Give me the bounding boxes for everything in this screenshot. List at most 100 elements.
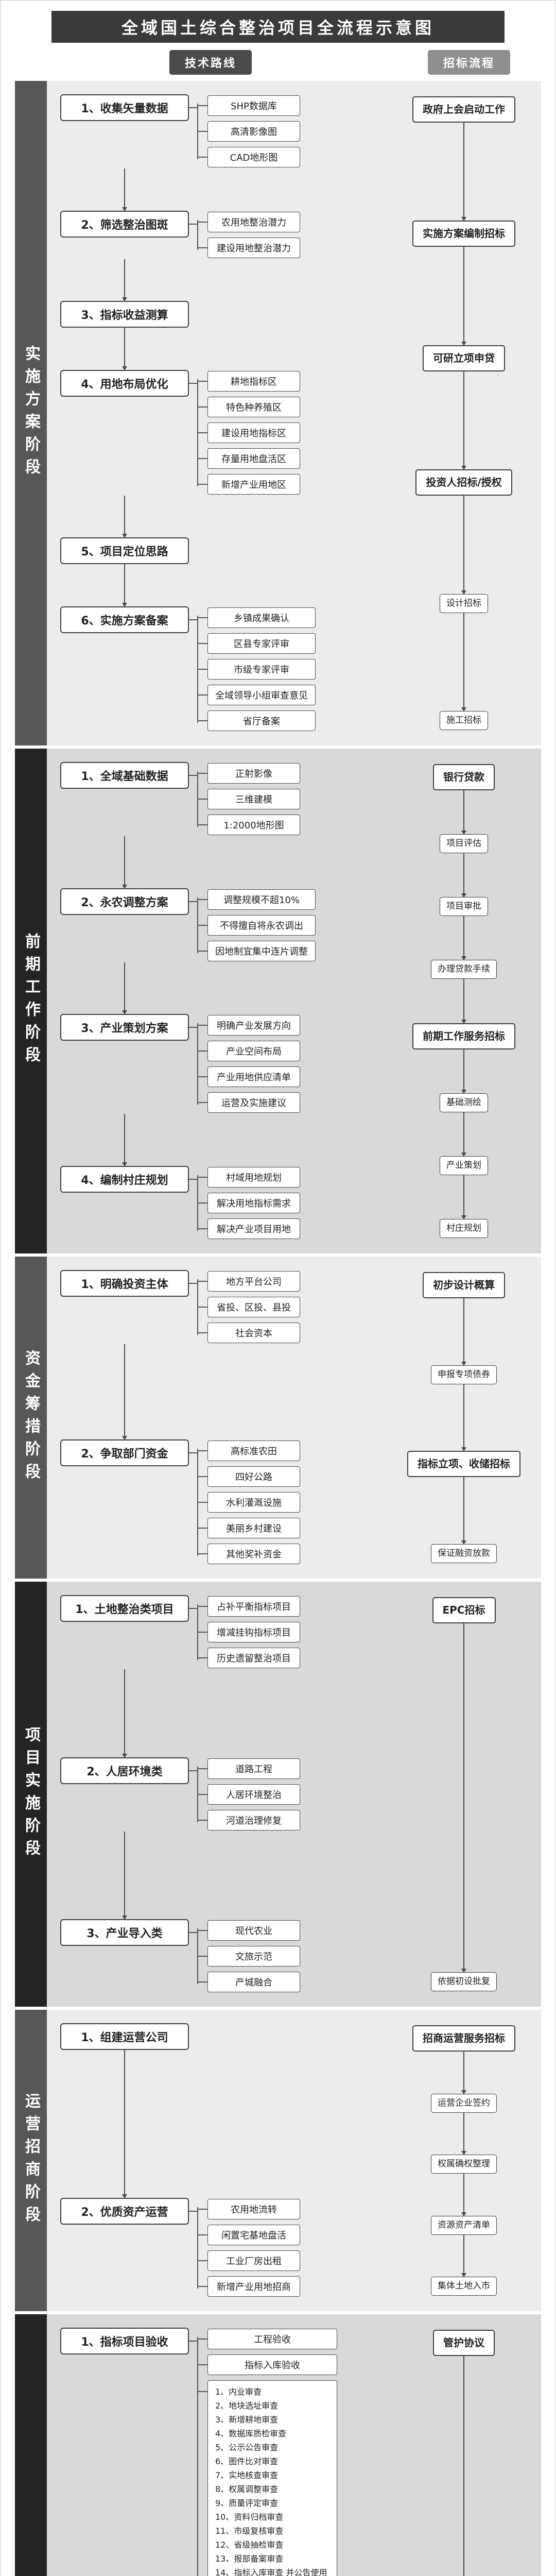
flow-down-arrow xyxy=(122,495,127,538)
sub-box: 河道治理修复 xyxy=(198,1809,300,1831)
flow-down-arrow xyxy=(461,613,466,712)
step-box: 1、指标项目验收 xyxy=(60,2328,189,2354)
sub-box: 村域用地规划 xyxy=(198,1167,300,1188)
step-number: 1、 xyxy=(75,1603,95,1616)
phase-sidebar: 项目实施阶段 xyxy=(15,1582,47,2007)
sub-items: 明确产业发展方向产业空间布局产业用地供应清单运营及实施建议 xyxy=(197,1014,300,1114)
step: 2、永农调整方案 调整规模不超10%不得擅自将永农调出因地制宜集中连片调整 xyxy=(60,888,383,962)
step-number: 1、 xyxy=(81,2336,100,2349)
sub-box: CAD地形图 xyxy=(198,147,300,167)
flow-down-arrow xyxy=(463,2356,464,2576)
step-label: 用地布局优化 xyxy=(100,378,168,391)
sub-items: 村域用地规划解决用地指标需求解决产业项目用地 xyxy=(197,1166,300,1240)
step-box: 4、编制村庄规划 xyxy=(60,1166,189,1193)
bid-column: 银行贷款项目评估项目审批办理贷款手续前期工作服务招标基础测绘产业策划村庄规划 xyxy=(387,749,541,1253)
checklist-item: 9、质量评定审查 xyxy=(215,2498,279,2508)
step-label: 指标项目验收 xyxy=(100,2336,168,2349)
bid-box: 实施方案编制招标 xyxy=(412,221,515,247)
step-label: 全域基础数据 xyxy=(100,770,168,783)
bid-box: 施工招标 xyxy=(440,711,488,730)
step-label: 人居环境类 xyxy=(106,1765,163,1778)
page-title: 全域国土综合整治项目全流程示意图 xyxy=(51,11,505,43)
step-number: 4、 xyxy=(81,1174,100,1188)
step-number: 2、 xyxy=(81,2206,100,2219)
flow-down-arrow xyxy=(461,2052,466,2094)
step-box: 1、组建运营公司 xyxy=(60,2023,189,2050)
step: 3、指标收益测算 xyxy=(60,301,383,328)
sub-box: 因地制宜集中连片调整 xyxy=(198,940,316,961)
step-label: 永农调整方案 xyxy=(100,896,168,909)
sub-box: SHP数据库 xyxy=(198,95,300,116)
phase-sidebar: 运营招商阶段 xyxy=(15,2010,47,2311)
sub-box: 新增产业用地区 xyxy=(198,473,300,495)
tech-column: 1、明确投资主体地方平台公司省投、区投、县投社会资本 2、争取部门资金高标准农田四… xyxy=(47,1257,387,1579)
sub-box: 农用地整治潜力 xyxy=(198,211,300,232)
step: 3、产业导入类现代农业文旅示范产城融合 xyxy=(60,1919,383,1993)
step-label: 明确投资主体 xyxy=(100,1278,168,1291)
column-headers: 技术路线 招标流程 xyxy=(15,50,541,75)
checklist-item: 5、公示公告审查 xyxy=(215,2443,279,2452)
bid-box: 项目评估 xyxy=(440,834,488,854)
checklist-item: 2、地块选址审查 xyxy=(215,2401,279,2411)
bid-box: 管护协议 xyxy=(433,2330,495,2356)
step-number: 4、 xyxy=(81,378,100,391)
step-box: 3、产业策划方案 xyxy=(60,1014,189,1041)
sub-items: 占补平衡指标项目增减挂钩指标项目历史遗留整治项目 xyxy=(197,1595,300,1669)
step-number: 2、 xyxy=(81,896,100,909)
bid-box: 产业策划 xyxy=(440,1156,488,1175)
bid-box: 集体土地入市 xyxy=(431,2277,497,2296)
step-number: 6、 xyxy=(81,614,100,628)
phase-label: 项目实施阶段 xyxy=(22,1726,40,1862)
step-box: 2、人居环境类 xyxy=(60,1757,189,1784)
bid-box: 保证融资放款 xyxy=(431,1544,497,1563)
checklist-item: 11、市级复核审查 xyxy=(215,2526,284,2536)
bid-box: 银行贷款 xyxy=(433,764,495,790)
bid-box: 指标立项、收储招标 xyxy=(407,1451,520,1478)
bid-column: 招商运营服务招标运营企业签约权属确权整理资源资产清单集体土地入市 xyxy=(387,2010,541,2311)
flow-down-arrow xyxy=(461,1112,466,1157)
bid-box: EPC招标 xyxy=(432,1597,496,1623)
flow-down-arrow xyxy=(122,1114,127,1166)
sub-box: 乡镇成果确认 xyxy=(198,607,316,628)
checklist-item: 12、省级抽检审查 xyxy=(215,2540,284,2550)
step: 4、编制村庄规划村域用地规划解决用地指标需求解决产业项目用地 xyxy=(60,1166,383,1240)
step: 1、明确投资主体地方平台公司省投、区投、县投社会资本 xyxy=(60,1270,383,1344)
checklist-item: 3、新增耕地审查 xyxy=(215,2415,279,2425)
sub-box: 建设用地指标区 xyxy=(198,422,300,443)
sub-box: 指标入库验收 xyxy=(198,2354,337,2375)
step-box: 6、实施方案备案 xyxy=(60,606,189,633)
sub-box: 增减挂钩指标项目 xyxy=(198,1622,300,1642)
sub-items: 调整规模不超10%不得擅自将永农调出因地制宜集中连片调整 xyxy=(197,888,316,962)
flow-down-arrow xyxy=(461,979,466,1024)
flow-down-arrow xyxy=(122,564,127,607)
flow-down-arrow xyxy=(461,1049,466,1094)
sub-box: 现代农业 xyxy=(198,1920,300,1941)
sub-box: 调整规模不超10% xyxy=(198,889,316,910)
flow-down-arrow xyxy=(461,2234,466,2277)
sub-box: 正射影像 xyxy=(198,763,300,784)
step-box: 2、优质资产运营 xyxy=(60,2198,189,2225)
bid-box: 依据初设批复 xyxy=(431,1972,497,1991)
step: 2、争取部门资金高标准农田四好公路水利灌溉设施美丽乡村建设其他奖补资金 xyxy=(60,1439,383,1565)
sub-box: 文旅示范 xyxy=(198,1946,300,1967)
flow-down-arrow xyxy=(461,1175,466,1220)
flow-down-arrow xyxy=(461,2112,466,2155)
step-box: 1、土地整治类项目 xyxy=(60,1595,189,1622)
sub-box: 市级专家评审 xyxy=(198,658,316,680)
sub-box: 产业用地供应清单 xyxy=(198,1066,300,1088)
step-number: 2、 xyxy=(81,1448,100,1461)
bid-box: 设计招标 xyxy=(440,594,488,613)
step-label: 编制村庄规划 xyxy=(100,1174,168,1188)
phase-label: 前期工作阶段 xyxy=(22,933,40,1069)
flow-down-arrow xyxy=(461,1477,466,1545)
step-box: 2、筛选整治图斑 xyxy=(60,210,189,238)
